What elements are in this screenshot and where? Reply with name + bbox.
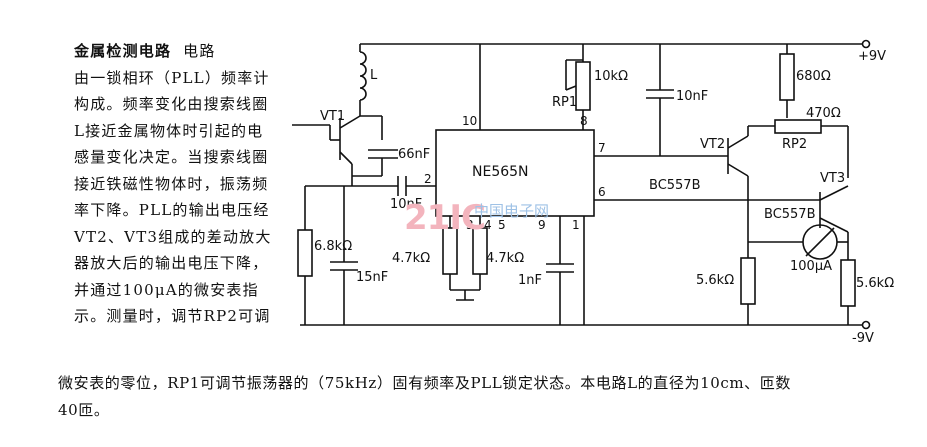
vt1-label: VT1 — [320, 109, 345, 124]
cap-10n-input-label: 10nF — [390, 197, 422, 212]
transistor-vt1 — [292, 115, 383, 186]
supply-neg-label: -9V — [852, 331, 874, 346]
meter-label: 100μA — [790, 259, 832, 274]
supply-pos-label: +9V — [858, 49, 886, 64]
capacitor-10nf-top — [646, 44, 674, 156]
transistor-vt2 — [727, 125, 775, 242]
resistor-680 — [779, 44, 795, 118]
pin-9-label: 9 — [538, 218, 546, 232]
watermark-logo: 21IC — [404, 198, 486, 238]
pin-8-label: 8 — [580, 114, 588, 128]
vt3-label: VT3 — [820, 171, 845, 186]
supply-rails — [300, 39, 871, 330]
body-line: 电路 — [183, 42, 216, 60]
body-line: 构成。频率变化由搜索线圈 — [74, 95, 269, 113]
capacitor-1nf — [546, 216, 574, 325]
rp1-label: RP1 — [552, 95, 577, 110]
res-4k7b-label: 4.7kΩ — [486, 251, 524, 266]
first-line: 金属检测电路 电路 — [74, 38, 274, 65]
pin-4-label: 4 — [484, 218, 492, 232]
pin-5-label: 5 — [498, 218, 506, 232]
body-line: 示。测量时，调节RP2可调 — [74, 307, 271, 325]
ground-symbol — [450, 289, 480, 301]
res-680-label: 680Ω — [796, 69, 831, 84]
transistor-vt3 — [819, 185, 849, 242]
cap-66n-label: 66nF — [398, 147, 430, 162]
pin-1-label: 1 — [572, 218, 580, 232]
resistor-4k7-b — [472, 216, 488, 290]
ic-ne565n — [435, 44, 595, 217]
tail-line: 40匝。 — [58, 401, 110, 419]
pin-6-label: 6 — [598, 185, 606, 199]
res-5k6b-label: 5.6kΩ — [856, 276, 894, 291]
capacitor-15nf — [330, 186, 358, 325]
body-line: 并通过100μA的微安表指 — [74, 280, 259, 299]
vt3-type-label: BC557B — [764, 207, 816, 222]
capacitor-10nf-input — [352, 176, 436, 196]
res-5k6a-label: 5.6kΩ — [696, 273, 734, 288]
res-470-label: 470Ω — [806, 106, 841, 121]
potentiometer-rp2 — [774, 119, 849, 178]
pin-7-label: 7 — [598, 141, 606, 155]
cap-1n-label: 1nF — [518, 273, 542, 288]
description-paragraph: 金属检测电路 电路 由一锁相环（PLL）频率计 构成。频率变化由搜索线圈 L接近… — [74, 38, 274, 330]
body-line: 由一锁相环（PLL）频率计 — [74, 68, 270, 87]
tail-paragraph: 微安表的零位，RP1可调节振荡器的（75kHz）固有频率及PLL锁定状态。本电路… — [58, 370, 918, 424]
micro-ammeter — [748, 224, 848, 260]
body-line: L接近金属物体时引起的电 — [74, 121, 264, 140]
resistor-5k6-a — [740, 242, 756, 325]
watermark-cn: 中国电子网 — [474, 202, 550, 220]
cap-15n-label: 15nF — [356, 270, 388, 285]
vt2-label: VT2 — [700, 137, 725, 152]
potentiometer-rp1 — [565, 44, 591, 130]
res-10k-label: 10kΩ — [594, 69, 628, 84]
resistor-4k7-a — [442, 216, 458, 290]
rp2-label: RP2 — [782, 137, 807, 152]
output-lines — [594, 155, 820, 201]
inductor-l — [359, 44, 367, 116]
body-line: 率下降。PLL的输出电压经 — [74, 201, 270, 219]
cap-10n-top-label: 10nF — [676, 89, 708, 104]
body-line: 接近铁磁性物体时，振荡频 — [74, 174, 269, 193]
vt2-type-label: BC557B — [649, 178, 701, 193]
pin-3-label: 3 — [466, 218, 474, 232]
pin-2-label: 2 — [424, 172, 432, 186]
capacitor-66nf — [352, 149, 398, 177]
tail-line: 微安表的零位，RP1可调节振荡器的（75kHz）固有频率及PLL锁定状态。本电路… — [58, 374, 791, 392]
pin-10-label: 10 — [462, 114, 477, 128]
body-line: VT2、VT3组成的差动放大 — [74, 227, 272, 246]
body-line: 感量变化决定。当搜索线圈 — [74, 148, 269, 166]
res-4k7a-label: 4.7kΩ — [392, 251, 430, 266]
ic-label: NE565N — [472, 164, 529, 180]
inductor-label: L — [370, 68, 378, 83]
resistor-5k6-b — [840, 242, 856, 325]
res-6k8-label: 6.8kΩ — [314, 239, 352, 254]
article-title: 金属检测电路 — [74, 42, 172, 60]
body-line: 器放大后的输出电压下降， — [74, 254, 269, 272]
